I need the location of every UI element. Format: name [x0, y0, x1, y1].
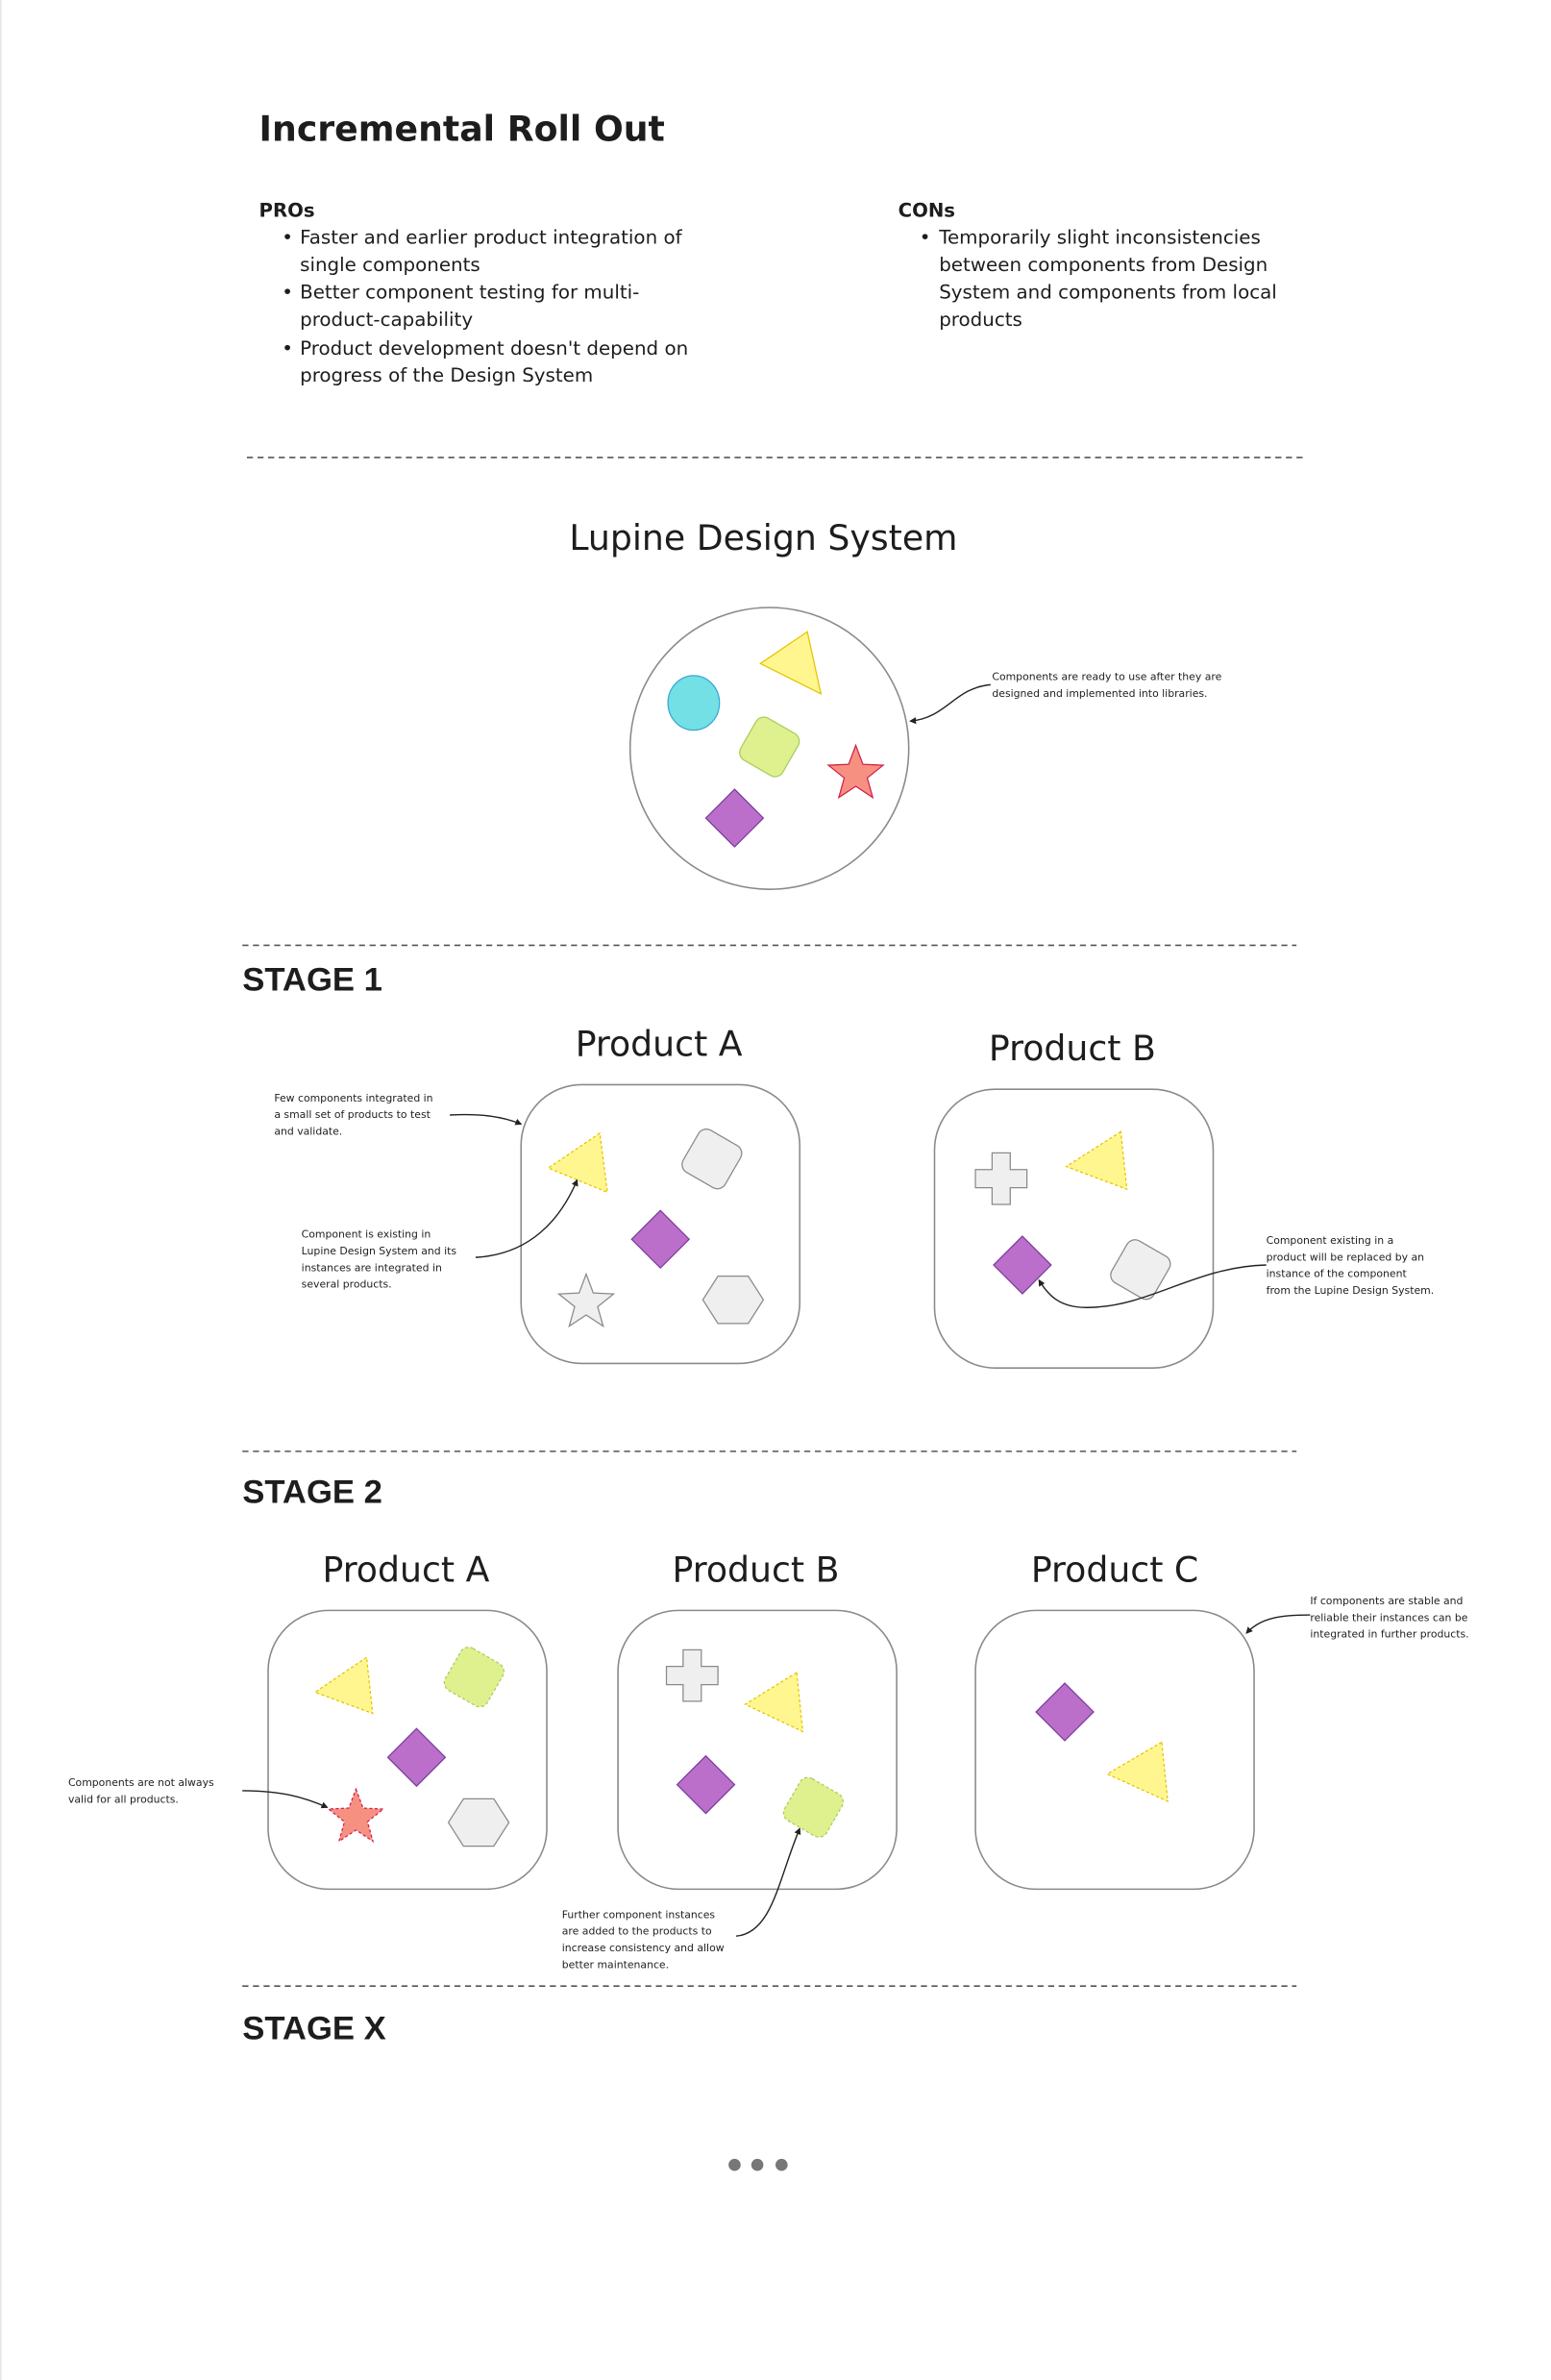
- design-system-library: [628, 607, 910, 890]
- cons-line: between components from Design: [939, 254, 1268, 276]
- star-component-icon: [327, 1787, 385, 1844]
- triangle-component-icon: [547, 1131, 608, 1194]
- product-b-title: Product B: [673, 1549, 840, 1590]
- rounded-square-component-icon: [782, 1776, 845, 1838]
- product-b-title: Product B: [989, 1028, 1156, 1069]
- annotation-arrow: [475, 1178, 579, 1258]
- cross-component-icon: [974, 1152, 1028, 1205]
- ellipsis-icon: [728, 2158, 788, 2171]
- stage1-product-a: [520, 1083, 801, 1365]
- pros-line: Better component testing for multi-: [300, 281, 639, 303]
- bullet: •: [282, 281, 293, 303]
- annotation-line: a small set of products to test: [274, 1108, 431, 1121]
- product-c-title: Product C: [1031, 1549, 1198, 1590]
- diamond-component-icon: [1035, 1682, 1095, 1742]
- bullet: •: [920, 227, 931, 249]
- annotation-line: are added to the products to: [562, 1925, 712, 1938]
- rounded-square-component-icon: [739, 716, 800, 778]
- pros-line: progress of the Design System: [300, 364, 593, 386]
- stage2-product-a: [267, 1609, 548, 1891]
- rounded-square-component-icon: [1110, 1239, 1171, 1301]
- product-a-title: Product A: [322, 1549, 489, 1590]
- diamond-component-icon: [630, 1209, 691, 1270]
- triangle-component-icon: [1105, 1741, 1169, 1802]
- annotation-line: If components are stable and: [1310, 1595, 1463, 1607]
- annotation-line: integrated in further products.: [1310, 1628, 1468, 1641]
- annotation-line: Components are ready to use after they a…: [992, 671, 1221, 683]
- cons-line: products: [939, 309, 1022, 331]
- annotation-line: reliable their instances can be: [1310, 1611, 1467, 1624]
- annotation-line: several products.: [302, 1278, 392, 1291]
- annotation-line: increase consistency and allow: [562, 1942, 725, 1954]
- stage1-product-b: [933, 1088, 1215, 1369]
- diamond-component-icon: [993, 1235, 1052, 1295]
- pros-line: Faster and earlier product integration o…: [300, 227, 682, 249]
- cons-line: Temporarily slight inconsistencies: [938, 227, 1261, 249]
- pros-line: Product development doesn't depend on: [300, 337, 688, 359]
- star-component-icon: [826, 743, 885, 800]
- page-title: Incremental Roll Out: [259, 109, 665, 150]
- circle-component-icon: [667, 675, 721, 731]
- annotation-arrow: [1245, 1614, 1311, 1634]
- pros-list: PROs • Faster and earlier product integr…: [259, 199, 689, 386]
- diamond-component-icon: [676, 1754, 736, 1815]
- annotation-line: and validate.: [274, 1125, 342, 1137]
- annotation-line: better maintenance.: [562, 1958, 669, 1971]
- hexagon-component-icon: [702, 1276, 765, 1325]
- cross-component-icon: [665, 1649, 719, 1702]
- triangle-component-icon: [758, 631, 823, 695]
- pros-heading: PROs: [259, 199, 315, 221]
- design-system-title: Lupine Design System: [569, 517, 957, 558]
- stage2-product-c: [974, 1609, 1255, 1891]
- hexagon-component-icon: [447, 1797, 510, 1847]
- annotation-line: Component existing in a: [1267, 1234, 1394, 1247]
- annotation-line: product will be replaced by an: [1267, 1251, 1424, 1263]
- annotation-line: Few components integrated in: [274, 1092, 432, 1104]
- triangle-component-icon: [744, 1671, 804, 1733]
- annotation-line: from the Lupine Design System.: [1267, 1284, 1435, 1297]
- annotation-arrow: [242, 1790, 329, 1809]
- diamond-component-icon: [704, 788, 765, 848]
- triangle-component-icon: [313, 1656, 374, 1715]
- annotation-arrow: [909, 683, 991, 725]
- triangle-component-icon: [1065, 1130, 1128, 1191]
- annotation-line: instance of the component: [1267, 1268, 1407, 1280]
- cons-line: System and components from local: [939, 281, 1277, 303]
- cons-list: CONs • Temporarily slight inconsistencie…: [899, 199, 1277, 330]
- annotation-line: Further component instances: [562, 1908, 716, 1921]
- rounded-square-component-icon: [681, 1128, 743, 1190]
- pros-line: product-capability: [300, 309, 473, 331]
- bullet: •: [282, 227, 293, 249]
- pros-line: single components: [300, 254, 480, 276]
- annotation-line: valid for all products.: [68, 1794, 179, 1806]
- stage-2-label: STAGE 2: [242, 1474, 382, 1510]
- annotation-line: instances are integrated in: [302, 1261, 442, 1274]
- product-a-title: Product A: [576, 1024, 743, 1065]
- stage-x-label: STAGE X: [242, 2010, 386, 2046]
- product-box: [933, 1088, 1215, 1369]
- product-box: [974, 1609, 1255, 1891]
- annotation-line: designed and implemented into libraries.: [992, 687, 1207, 700]
- product-box: [617, 1609, 898, 1891]
- bullet: •: [282, 337, 293, 359]
- annotation-line: Component is existing in: [302, 1228, 431, 1241]
- star-component-icon: [556, 1272, 616, 1328]
- stage2-product-b: [617, 1609, 898, 1891]
- annotation-line: Components are not always: [68, 1776, 214, 1789]
- stage-1-label: STAGE 1: [242, 962, 382, 999]
- annotation-line: Lupine Design System and its: [302, 1245, 457, 1257]
- annotation-arrow: [450, 1113, 523, 1126]
- annotation-arrow: [735, 1827, 801, 1937]
- annotation-arrow: [1038, 1264, 1267, 1308]
- cons-heading: CONs: [899, 199, 955, 221]
- diamond-component-icon: [386, 1727, 447, 1788]
- rounded-square-component-icon: [443, 1647, 505, 1708]
